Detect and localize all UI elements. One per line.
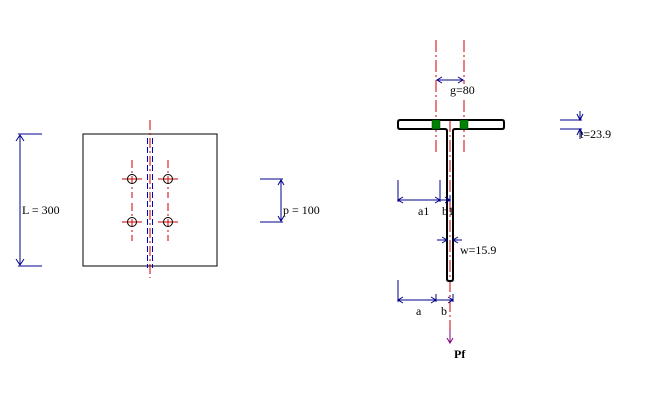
tee-section-view: g=80 t=23.9 a1 b1 [397, 40, 611, 361]
length-label: L = 300 [22, 203, 60, 217]
plate-view: L = 300 p = 100 [15, 120, 320, 278]
a-label: a [416, 304, 422, 318]
bolt-hole [158, 203, 178, 241]
a-b-dimension [397, 280, 454, 304]
force-arrow [446, 330, 454, 344]
force-label: Pf [454, 347, 466, 361]
b1-label: b1 [442, 204, 454, 218]
flange-thickness-label: t=23.9 [580, 127, 611, 141]
bolt-hole [122, 160, 142, 198]
bolt-right [459, 119, 469, 130]
bolt-left [431, 119, 441, 130]
gauge-dimension [436, 76, 464, 84]
pitch-label: p = 100 [283, 203, 320, 217]
gauge-label: g=80 [450, 83, 475, 97]
b-label: b [441, 304, 447, 318]
pitch-dimension [260, 178, 285, 223]
a1-label: a1 [418, 204, 429, 218]
web-thickness-dimension [437, 236, 462, 244]
bolt-hole [122, 203, 142, 241]
length-dimension [15, 133, 42, 267]
web-thickness-label: w=15.9 [460, 243, 496, 257]
tee-outline [397, 119, 505, 282]
a1-b1-dimension [397, 180, 451, 204]
bolt-hole [158, 160, 178, 198]
flange-thickness-dimension [560, 111, 584, 139]
